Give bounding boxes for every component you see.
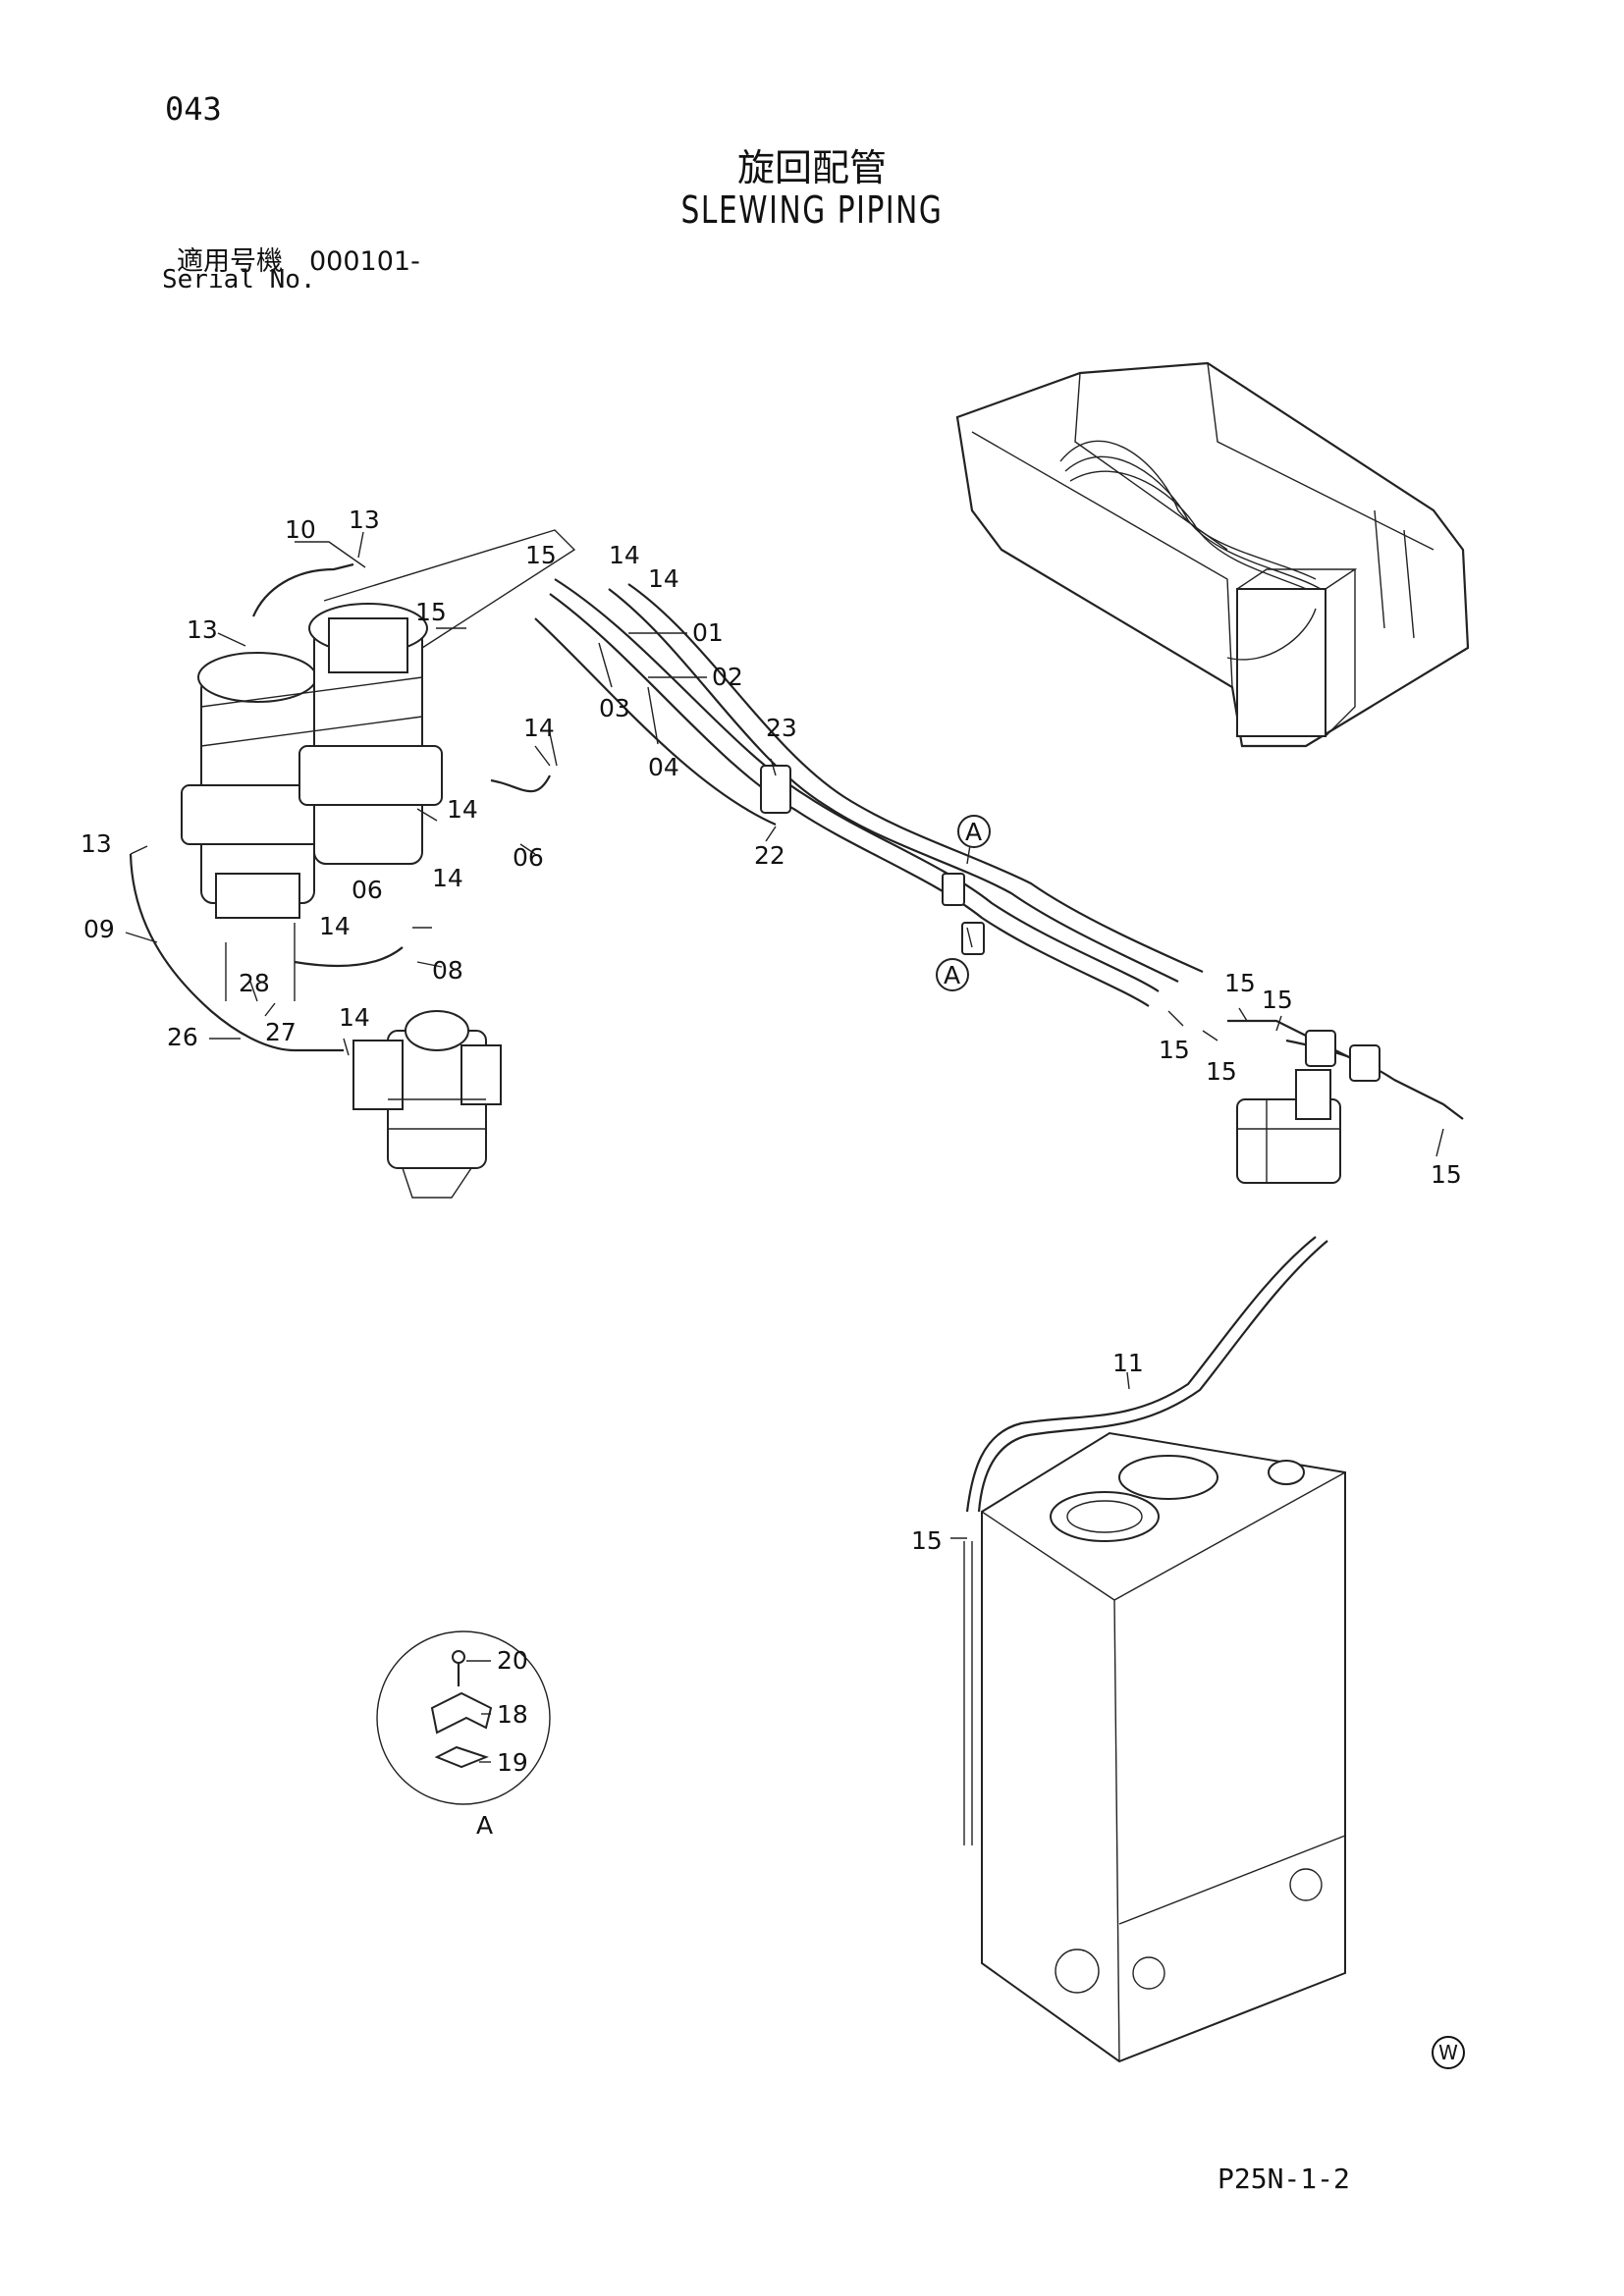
callout-15-right-e: 15 [1431,1160,1462,1189]
svg-text:A: A [944,961,960,989]
callout-26: 26 [167,1023,198,1051]
callout-15-top: 15 [525,541,557,569]
document-code: P25N-1-2 [1218,2163,1350,2195]
section-marker-a-upper: A [957,815,991,848]
callout-02: 02 [712,663,743,691]
callout-01: 01 [692,618,724,647]
detail-a-label: A [476,1811,493,1840]
callout-14-top: 14 [609,541,640,569]
callout-14-mid: 14 [523,714,555,742]
callout-labels: 10 13 13 13 09 28 27 26 14 01 02 03 04 1… [81,506,1462,1840]
swing-motor-drawing [181,529,576,1001]
callout-23: 23 [766,714,797,742]
callout-10: 10 [285,515,316,544]
callout-04: 04 [648,753,679,781]
main-hose-bundle [534,578,1204,1007]
callout-22: 22 [754,841,785,870]
callout-14-lower: 14 [432,864,463,892]
page-number: 043 [165,90,222,128]
callout-18: 18 [497,1700,528,1729]
callout-06-right: 06 [513,843,544,872]
callout-15-right-b: 15 [1262,986,1293,1014]
hoses-left [129,562,551,1052]
callout-15-right-a: 15 [1224,969,1256,997]
detail-a-view [376,1630,551,1805]
upper-frame-drawing [955,361,1470,748]
callout-08: 08 [432,956,463,985]
hose-11 [965,1236,1328,1513]
callout-15-right-c: 15 [1159,1036,1190,1064]
callout-15-right-d: 15 [1206,1057,1237,1086]
leader-lines [125,531,1444,1763]
callout-14-top2: 14 [648,564,679,593]
control-valve-drawing [1227,1019,1464,1184]
callout-09: 09 [83,915,115,943]
serial-label-english: Serial No. [162,265,316,294]
page-title-japanese: 旋回配管 [736,146,887,189]
callout-06-left: 06 [352,876,383,904]
hydraulic-tank-drawing [963,1431,1346,2063]
section-marker-a-lower: A [936,958,969,991]
callout-14-motor: 14 [447,795,478,824]
page-title-english: SLEWING PIPING [680,188,944,232]
callout-03: 03 [599,694,630,722]
callout-13-low: 13 [81,829,112,858]
callout-13-left: 13 [187,615,218,644]
callout-11: 11 [1112,1349,1144,1377]
callout-14-valve: 14 [339,1003,370,1032]
revision-mark: W [1432,2036,1465,2069]
serial-label-japanese: 適用号機 000101- [177,246,420,277]
callout-19: 19 [497,1748,528,1777]
callout-15-motor: 15 [415,598,447,626]
callout-15-tank: 15 [911,1526,943,1555]
callout-28: 28 [239,969,270,997]
svg-text:A: A [965,818,982,846]
callout-20: 20 [497,1646,528,1675]
swing-joint-drawing [352,1010,502,1199]
callout-13-top: 13 [349,506,380,534]
callout-14-pipe: 14 [319,912,351,940]
callout-27: 27 [265,1018,297,1046]
